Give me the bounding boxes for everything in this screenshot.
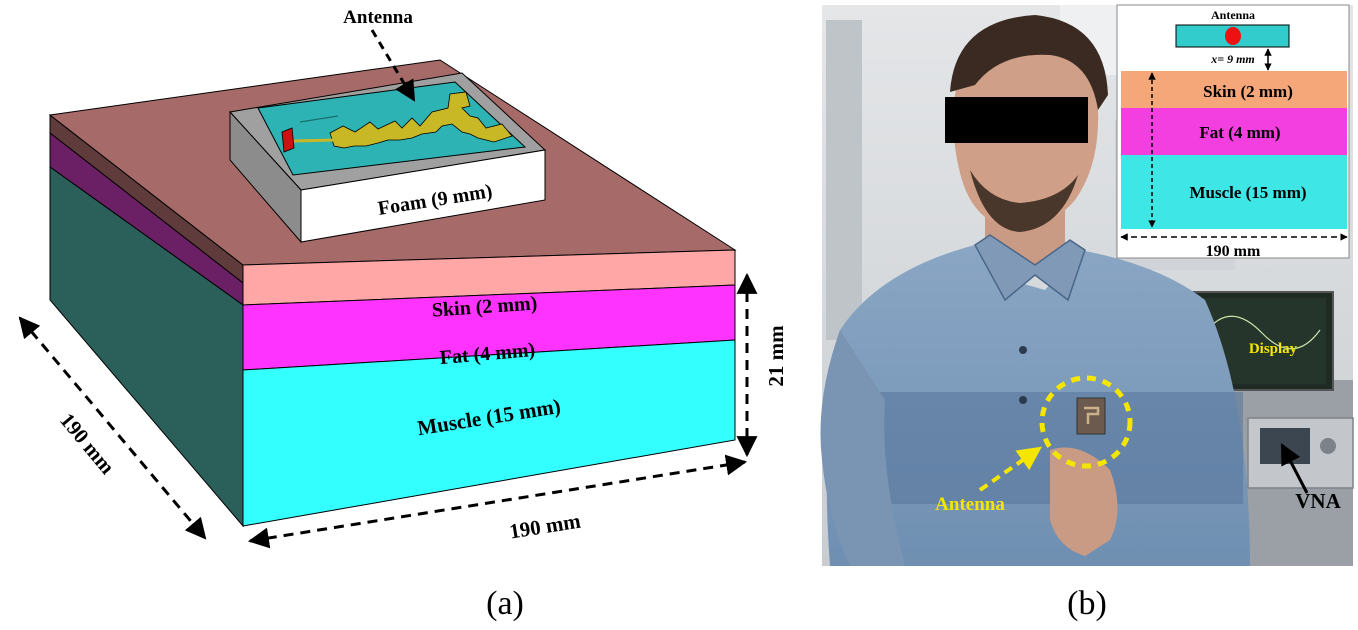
wearable-antenna-trace [1084,406,1100,424]
hand [1050,447,1118,556]
substrate-line [299,115,339,123]
width-dimension-label: 190 mm [508,509,583,544]
inset-antenna-label: Antenna [1211,8,1255,22]
depth-dimension-label: 190 mm [55,408,120,479]
depth-dimension-line [18,316,207,540]
caption-a: (a) [486,585,524,622]
muscle-front-face [242,339,736,527]
inset-skin-label: Skin (2 mm) [1203,82,1293,101]
antenna-label: Antenna [343,7,413,28]
inset-diagram: Antenna x= 9 mm Skin (2 mm) Fat (4 mm) M… [1116,4,1350,260]
inset-fat-label: Fat (4 mm) [1199,123,1280,142]
inset-antenna-port [1225,27,1241,45]
inset-muscle-layer [1121,155,1347,229]
inset-skin-layer [1121,71,1347,108]
shirt-chest-band [838,392,1243,504]
monitor-trace [1205,315,1321,350]
photo-antenna-label: Antenna [935,494,1005,515]
hair [950,15,1108,110]
shirt-button-1 [1019,346,1027,354]
panel-b-photo: Display Antenna VNA [820,4,1354,622]
left-arm [820,330,905,566]
beard [970,170,1078,232]
inset-width-label: 190 mm [1206,243,1261,260]
photo-antenna-arrow [978,446,1042,492]
panel-a-tissue-model: Antenna Foam (9 mm) Skin (2 mm) Fat (4 m… [18,7,788,622]
vna-label: VNA [1295,489,1341,513]
antenna-highlight-circle [1039,375,1133,469]
inset-gap-label: x= 9 mm [1210,52,1255,66]
display-label: Display [1249,341,1298,357]
antenna-port [281,127,295,153]
shirt-button-2 [1019,396,1027,404]
person [820,15,1250,566]
height-dimension-label: 21 mm [764,325,788,387]
inset-fat-layer [1121,108,1347,155]
wearable-antenna [1076,397,1106,435]
foam-front-face [300,149,546,243]
antenna-feedline [292,138,337,143]
antenna-patch [329,91,513,149]
inset-muscle-label: Muscle (15 mm) [1189,183,1306,202]
foam-block [229,72,547,244]
collar [974,234,1086,302]
vna-knob [1320,438,1336,454]
caption-b: (b) [1067,585,1107,622]
face-redaction-bar [945,97,1088,143]
vna-screen [1260,428,1310,464]
lab-door-frame [826,20,862,340]
width-dimension-line [247,454,748,549]
vna-arrow [1280,443,1309,494]
